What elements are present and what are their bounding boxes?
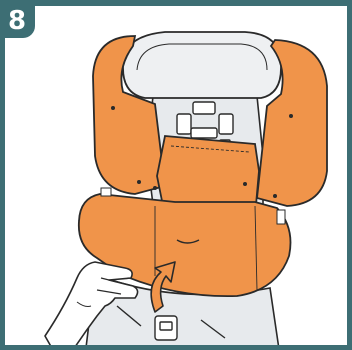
headrest [123, 32, 281, 98]
car-seat-illustration [5, 6, 352, 350]
step-number-badge: 8 [5, 6, 35, 38]
